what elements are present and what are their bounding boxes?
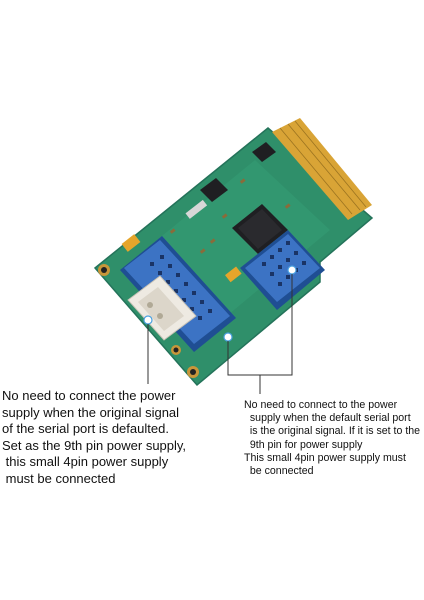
callout-dot-right (223, 332, 233, 342)
callout-lines (147, 274, 293, 394)
capacitor-mid (225, 266, 242, 283)
gold-fingers (279, 120, 367, 215)
right-header-pins (262, 241, 306, 286)
smd-components (169, 178, 291, 254)
capacitor-left (121, 234, 141, 252)
annotation-left-line: No need to connect the power (2, 388, 176, 403)
annotation-right-line: supply when the default serial port (244, 412, 411, 425)
annotation-right-line: 9th pin for power supply (244, 438, 363, 451)
left-pin-header (120, 236, 236, 352)
right-pin-header (240, 230, 325, 310)
annotation-right-line: This small 4pin power supply must (244, 451, 406, 464)
annotation-left: No need to connect the power supply when… (2, 388, 186, 487)
callout-dot-left (143, 315, 153, 325)
annotation-left-line: Set as the 9th pin power supply, (2, 437, 187, 453)
annotation-left-line: must be connected (2, 470, 116, 486)
annotation-left-line: supply when the original signal (2, 404, 180, 420)
callout-dot-top (287, 265, 297, 275)
annotation-left-line: this small 4pin power supply (2, 454, 169, 469)
small-ic (252, 142, 276, 162)
annotation-right: No need to connect to the power supply w… (244, 399, 420, 478)
annotation-right-line: No need to connect to the power (244, 399, 398, 411)
callout-markers (143, 265, 297, 342)
annotation-right-line: be connected (244, 465, 314, 478)
mounting-holes (98, 264, 199, 378)
left-header-pins (150, 255, 212, 320)
crystal (185, 199, 208, 219)
annotation-right-line: is the original signal. If it is set to … (244, 425, 421, 438)
regulator-chip (200, 178, 228, 202)
annotation-left-line: of the serial port is defaulted. (2, 421, 169, 436)
4pin-power-socket-icon (127, 275, 197, 341)
mini-pcie-card (93, 118, 374, 387)
